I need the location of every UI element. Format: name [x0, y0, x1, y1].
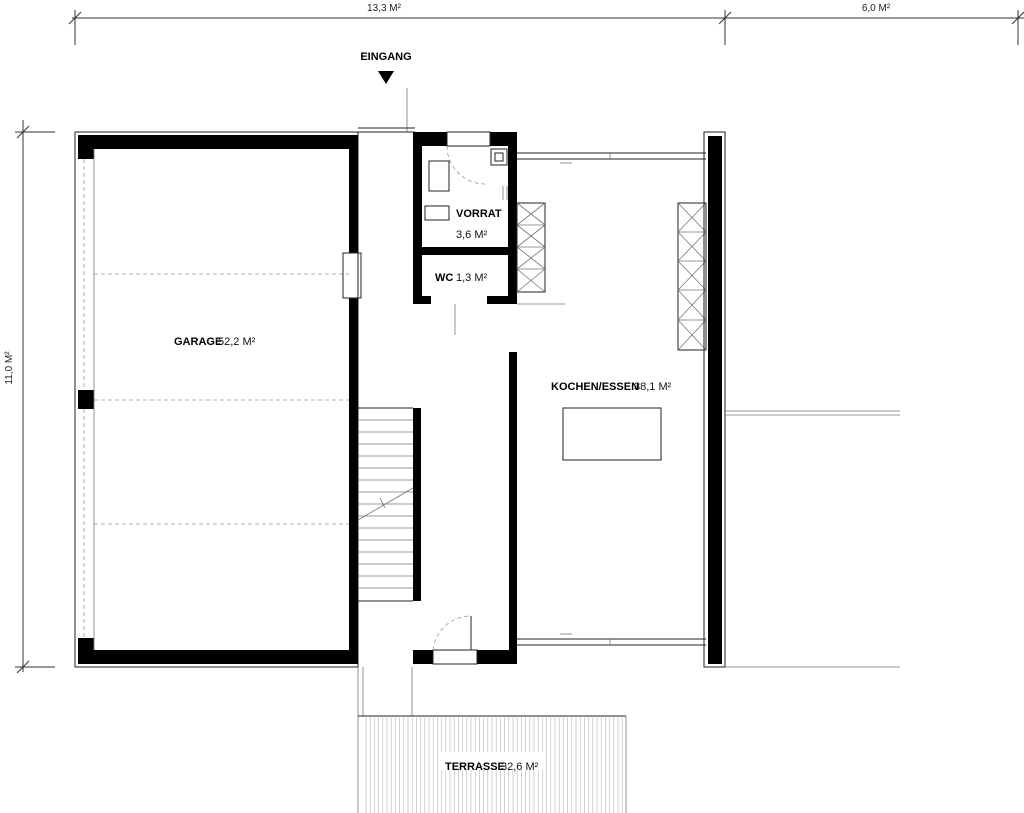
- dimension-top-right-label: 6,0 M²: [862, 3, 891, 14]
- outdoor-area-right: [725, 410, 900, 668]
- kitchen-dining-area: [413, 131, 726, 668]
- wc-area-value: 1,3 M²: [456, 272, 488, 284]
- wc-name: WC: [435, 272, 453, 284]
- dimension-top-left-label: 13,3 M²: [367, 3, 402, 14]
- vorrat-name: VORRAT: [456, 208, 502, 220]
- entrance-label: EINGANG: [360, 51, 411, 63]
- entrance-arrow-icon: [378, 71, 394, 84]
- terrace-area: [357, 667, 627, 813]
- terrace-area-value: 32,6 M²: [501, 761, 539, 773]
- dimension-top: [68, 10, 1024, 45]
- terrace-label-bg: [440, 752, 544, 770]
- dimension-left-label: 11,0 M²: [4, 351, 15, 385]
- kochen-name: KOCHEN/ESSEN: [551, 381, 639, 393]
- vorrat-area-value: 3,6 M²: [456, 229, 488, 241]
- vorrat-wc-block: [413, 131, 517, 335]
- terrace-name: TERRASSE: [445, 761, 505, 773]
- hallway: [358, 127, 415, 133]
- garage-name: GARAGE: [174, 336, 222, 348]
- dimension-left: [15, 120, 55, 674]
- garage-area: [74, 131, 362, 668]
- garage-area-value: 52,2 M²: [218, 336, 256, 348]
- staircase: [357, 407, 421, 602]
- kochen-area-value: 38,1 M²: [634, 381, 672, 393]
